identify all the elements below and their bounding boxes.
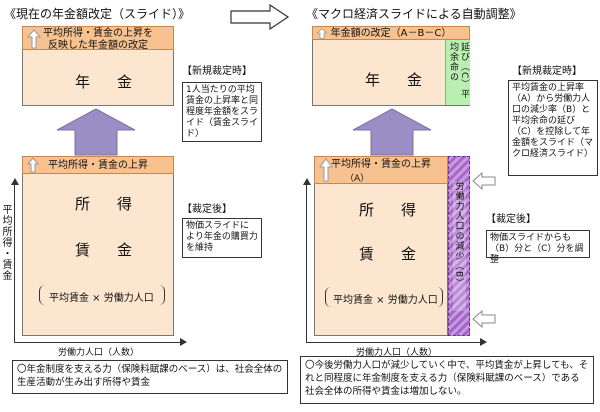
- right-pension-box: 年金額の改定（A－B－C） 年 金 延び（C）平均余命の: [312, 26, 470, 106]
- left-after-note: 物価スライドにより年金の購買力を維持: [182, 218, 262, 258]
- left-purple-arrow-icon: [56, 108, 136, 156]
- left-income-box: 平均所得・賃金の上昇 所 得 賃 金 平均賃金 × 労働力人口: [22, 156, 174, 336]
- left-wage-label: 賃 金: [75, 241, 139, 259]
- left-new-note: 1人当たりの平均賃金の上昇率と同程度年金額をスライド（賃金スライド）: [182, 82, 262, 142]
- left-arrow-icon: [472, 172, 496, 190]
- left-bottom-bar: 平均所得・賃金の上昇: [22, 156, 174, 174]
- right-title: 《マクロ経済スライドによる自動調整》: [306, 7, 522, 21]
- right-after-label: 【裁定後】: [486, 214, 536, 225]
- left-top-bar: 平均所得・賃金の上昇を 反映した年金額の改定: [22, 26, 174, 51]
- right-y-axis: [306, 182, 307, 342]
- left-formula-bracket: [39, 285, 165, 305]
- right-formula: 平均賃金 × 労働力人口: [333, 295, 438, 306]
- left-y-axis-label: 平均所得・賃金: [0, 204, 11, 281]
- right-x-axis-arrowhead: [480, 338, 487, 346]
- right-top-bar: 年金額の改定（A－B－C）: [312, 26, 470, 40]
- right-x-axis-label: 労働力人口（人数）: [356, 348, 438, 358]
- right-wage-label: 賃 金: [359, 245, 423, 263]
- left-bottom-bar-label: 平均所得・賃金の上昇: [48, 160, 148, 171]
- right-x-axis: [306, 342, 482, 343]
- left-y-axis-arrowhead: [11, 178, 19, 185]
- left-top-bar-line2: 反映した年金額の改定: [48, 40, 148, 51]
- left-x-axis-arrowhead: [180, 338, 187, 346]
- right-top-bar-label: 年金額の改定（A－B－C）: [330, 28, 452, 39]
- left-x-axis: [14, 342, 182, 343]
- right-purple-arrow-icon: [352, 108, 432, 156]
- right-formula-bracket: [325, 287, 443, 307]
- left-arrow-icon: [472, 310, 496, 328]
- right-bottom-bar: 平均所得・賃金の上昇 （A）: [314, 156, 448, 184]
- right-y-axis-arrowhead: [303, 178, 311, 185]
- left-pension-box: 平均所得・賃金の上昇を 反映した年金額の改定 年 金: [22, 26, 174, 106]
- right-bottom-bar-label: 平均所得・賃金の上昇: [331, 159, 431, 170]
- left-after-label: 【裁定後】: [182, 204, 232, 215]
- left-top-bar-line1: 平均所得・賃金の上昇を: [43, 28, 153, 39]
- right-income-label: 所 得: [359, 201, 423, 219]
- right-footer: 〇今後労働力人口が減少していく中で、平均賃金が上昇しても、それと同程度に年金制度…: [300, 356, 594, 404]
- right-arrow-icon: [230, 4, 290, 30]
- left-formula: 平均賃金 × 労働力人口: [49, 293, 154, 304]
- right-new-note: 平均賃金の上昇率（A）から労働力人口の減少率（B）と平均余命の延び（C）を控除し…: [508, 80, 598, 176]
- up-arrow-icon: [317, 28, 327, 39]
- up-arrow-icon: [319, 158, 333, 182]
- left-new-label: 【新規裁定時】: [182, 66, 252, 77]
- right-after-note: 物価スライドからも（B）分と（C）分を調整: [486, 230, 590, 265]
- left-y-axis: [14, 182, 15, 342]
- right-income-box: 平均所得・賃金の上昇 （A） 所 得 賃 金 平均賃金 × 労働力人口: [314, 156, 448, 336]
- left-title: 《現在の年金額改定（スライド）》: [4, 7, 191, 21]
- left-footer: 〇年金制度を支える力（保険料賦課のベース）は、社会全体の生産活動が生み出す所得や…: [12, 360, 288, 394]
- right-side-strip-label: 延び（C）平均余命の: [448, 42, 469, 100]
- left-x-axis-label: 労働力人口（人数）: [58, 348, 140, 358]
- right-side-strip: 延び（C）平均余命の: [445, 40, 470, 105]
- right-purple-band: 労働力人口の減少（B）: [448, 156, 470, 336]
- right-new-label: 【新規裁定時】: [512, 66, 582, 77]
- up-arrow-icon: [27, 157, 39, 173]
- left-pension-label: 年 金: [75, 73, 139, 91]
- right-purple-band-label: 労働力人口の減少（B）: [452, 181, 466, 311]
- left-income-label: 所 得: [75, 195, 139, 213]
- up-arrow-icon: [27, 29, 41, 49]
- right-bottom-bar-sub: （A）: [345, 174, 370, 184]
- right-pension-label: 年 金: [365, 71, 429, 89]
